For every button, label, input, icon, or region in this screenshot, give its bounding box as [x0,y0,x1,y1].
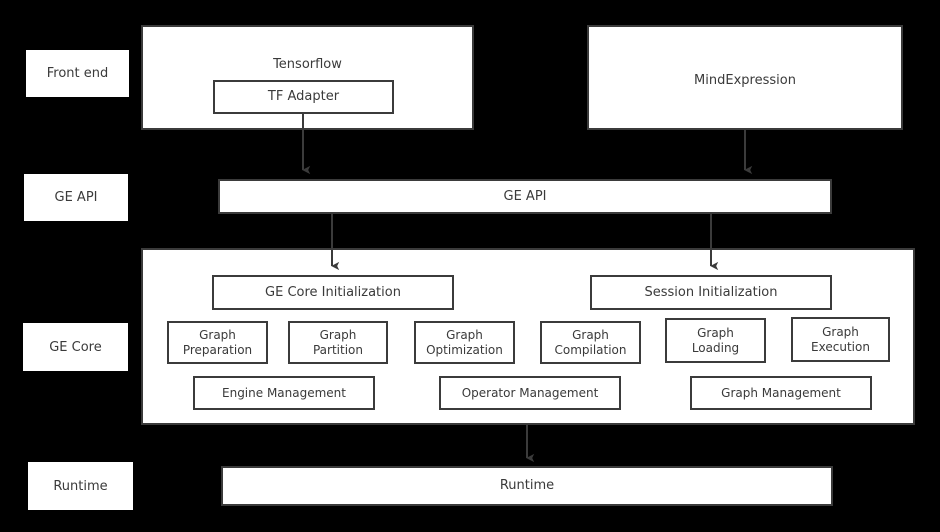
session-initialization-label: Session Initialization [644,284,778,300]
graph-optimization-label-line2: Optimization [426,342,503,357]
ge-api-bar[interactable]: GE API [218,179,832,214]
tf-adapter-box[interactable]: TF Adapter [213,80,394,114]
layer-label-runtime-text: Runtime [53,478,108,494]
tensorflow-title: Tensorflow [273,57,342,72]
layer-label-runtime: Runtime [28,462,133,510]
ge-api-bar-label: GE API [503,188,547,204]
session-initialization-box[interactable]: Session Initialization [590,275,832,310]
graph-loading-box[interactable]: Graph Loading [665,318,766,363]
graph-execution-label-line2: Execution [811,339,870,354]
runtime-bar[interactable]: Runtime [221,466,833,506]
graph-compilation-box[interactable]: Graph Compilation [540,321,641,364]
layer-label-ge-core-text: GE Core [49,339,102,355]
graph-management-label: Graph Management [721,385,841,400]
graph-preparation-box[interactable]: Graph Preparation [167,321,268,364]
mindexpression-container[interactable]: MindExpression [587,25,903,130]
runtime-bar-label: Runtime [499,478,555,494]
tf-adapter-label: TF Adapter [267,89,340,105]
layer-label-ge-api-text: GE API [54,190,98,205]
graph-optimization-label-line1: Graph [446,328,483,343]
engine-management-box[interactable]: Engine Management [193,376,375,410]
graph-partition-label-line1: Graph [319,328,357,343]
graph-execution-label-line1: Graph [822,325,859,340]
layer-label-front-end-text: Front end [46,66,109,81]
ge-core-initialization-box[interactable]: GE Core Initialization [212,275,454,310]
graph-compilation-label-line2: Compilation [554,342,627,357]
graph-optimization-box[interactable]: Graph Optimization [414,321,515,364]
graph-preparation-label-line1: Graph [199,328,236,343]
layer-label-ge-core: GE Core [23,323,128,371]
layer-label-front-end: Front end [26,50,129,97]
graph-partition-box[interactable]: Graph Partition [288,321,388,364]
graph-management-box[interactable]: Graph Management [690,376,872,410]
operator-management-box[interactable]: Operator Management [439,376,621,410]
graph-execution-box[interactable]: Graph Execution [791,317,890,362]
graph-partition-label-line2: Partition [312,342,363,357]
graph-compilation-label-line1: Graph [572,328,609,343]
layer-label-ge-api: GE API [24,174,128,221]
ge-core-initialization-label: GE Core Initialization [265,284,401,300]
graph-loading-label-line2: Loading [691,340,740,355]
engine-management-label: Engine Management [222,385,346,400]
mindexpression-title: MindExpression [694,73,796,88]
graph-preparation-label-line2: Preparation [182,342,253,357]
graph-loading-label-line1: Graph [697,326,734,341]
operator-management-label: Operator Management [461,385,599,400]
